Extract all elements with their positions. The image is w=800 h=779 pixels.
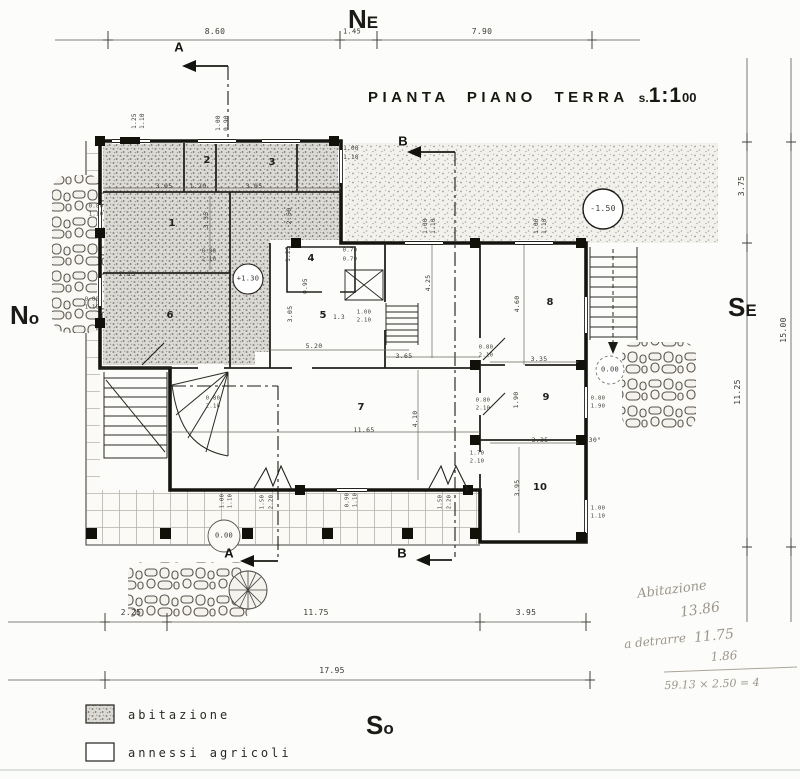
bush xyxy=(228,570,268,610)
compass-ne: NE xyxy=(348,4,378,35)
dimension-lines xyxy=(8,39,792,681)
stair-left-exterior xyxy=(103,372,168,459)
legend-swatches xyxy=(85,704,115,762)
columns xyxy=(86,136,586,542)
scale-value: 1:1 xyxy=(648,84,683,107)
drawing-title-text: PIANTA PIANO TERRA xyxy=(368,89,629,106)
compass-no-big: N xyxy=(10,300,29,330)
compass-so-small: o xyxy=(383,719,394,738)
pencil-underline xyxy=(663,666,798,673)
compass-no: No xyxy=(10,300,39,331)
scale-prefix: s. xyxy=(638,91,649,105)
compass-so: So xyxy=(366,710,394,741)
stair-right-exterior xyxy=(589,247,638,354)
terrain-hatch xyxy=(345,143,718,243)
compass-ne-big: N xyxy=(348,4,367,34)
rubble-stones xyxy=(52,175,696,620)
section-lines xyxy=(172,60,456,567)
legend-label-annessi: annessi agricoli xyxy=(128,746,292,760)
door-symbols xyxy=(141,269,506,491)
door-gaps xyxy=(198,302,525,474)
compass-so-big: S xyxy=(366,710,384,740)
compass-se: SE xyxy=(728,292,757,323)
stair-winder xyxy=(171,371,229,457)
porch-tiles xyxy=(85,141,480,546)
legend-label-abitazione: abitazione xyxy=(128,708,231,722)
compass-no-small: o xyxy=(28,309,40,328)
drawing-title: PIANTA PIANO TERRA s.1:100 xyxy=(368,84,697,108)
compass-se-small: E xyxy=(745,301,757,320)
compass-se-big: S xyxy=(728,292,746,322)
stair-middle xyxy=(385,303,419,345)
abitazione-hatch xyxy=(103,143,341,365)
level-markers xyxy=(207,188,625,553)
scale-value-small: 00 xyxy=(682,90,697,105)
compass-ne-small: E xyxy=(366,13,379,32)
